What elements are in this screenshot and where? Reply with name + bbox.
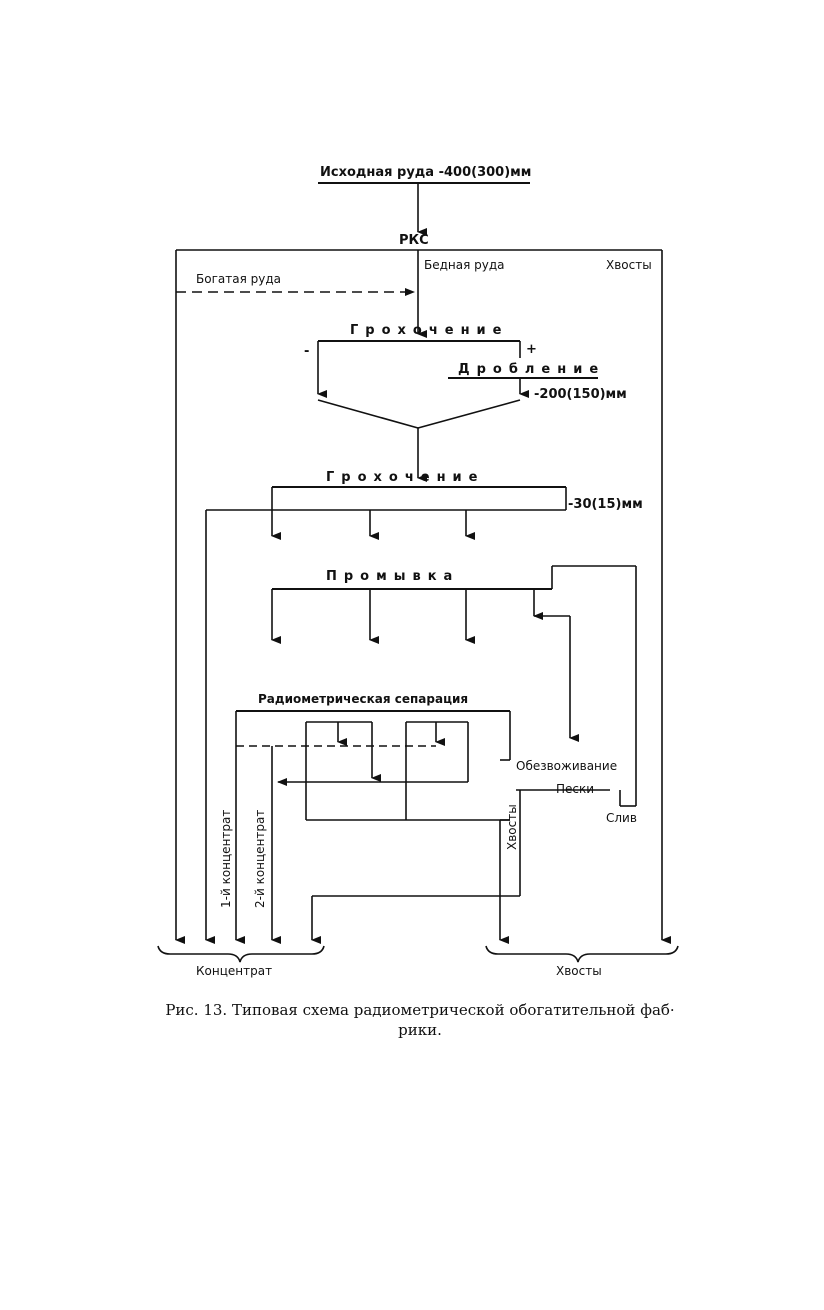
concentrate-1-label: 1-й концентрат [219, 810, 233, 908]
screening-2-label: Грохочение [326, 470, 485, 485]
washing-label: Промывка [326, 569, 459, 584]
tails-top-label: Хвосты [606, 258, 652, 272]
concentrate-label: Концентрат [196, 964, 272, 978]
figure-caption: Рис. 13. Типовая схема радиометрической … [140, 1000, 700, 1040]
tails-vertical-label: Хвосты [505, 804, 519, 850]
rich-ore-label: Богатая руда [196, 272, 281, 286]
flow-lines [157, 182, 679, 963]
screen-size-label: -30(15)мм [568, 497, 643, 512]
concentrate-2-label: 2-й концентрат [253, 810, 267, 908]
crushing-label: Дробление [458, 362, 605, 377]
input-ore-label: Исходная руда -400(300)мм [320, 165, 531, 180]
crush-size-label: -200(150)мм [534, 387, 627, 402]
overflow-label: Слив [606, 811, 637, 825]
caption-line-2: рики. [398, 1021, 442, 1039]
caption-line-1: Рис. 13. Типовая схема радиометрической … [165, 1001, 675, 1019]
rks-label: РКС [399, 233, 429, 248]
plus-sign: + [526, 342, 537, 357]
screening-1-label: Грохочение [350, 323, 509, 338]
dewatering-label: Обезвоживание [516, 759, 617, 773]
sands-label: Пески [556, 782, 594, 796]
tails-bottom-label: Хвосты [556, 964, 602, 978]
minus-sign: - [304, 344, 309, 359]
poor-ore-label: Бедная руда [424, 258, 505, 272]
radiometric-label: Радиометрическая сепарация [258, 692, 468, 706]
